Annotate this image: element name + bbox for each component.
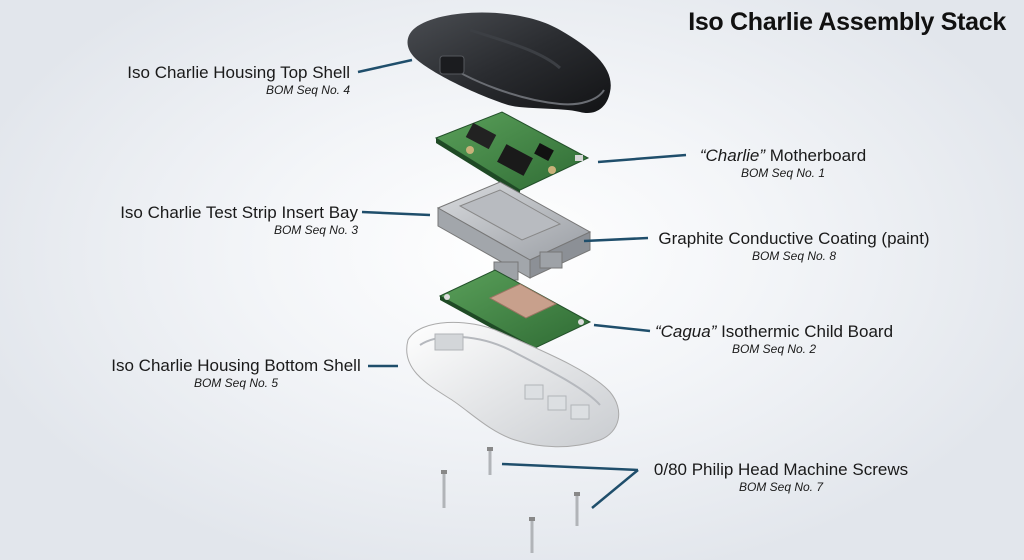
housing-bottom-shell [406, 321, 620, 448]
callout-child-board-name-italic: “Cagua” [654, 322, 717, 341]
callout-motherboard-name-italic: “Charlie” [699, 146, 766, 165]
leader-top-shell [357, 58, 413, 74]
screw [487, 447, 493, 475]
screw [529, 517, 535, 553]
callout-motherboard: “Charlie” Motherboard BOM Seq No. 1 [688, 147, 878, 179]
callout-child-board-seq: BOM Seq No. 2 [731, 341, 817, 356]
callout-top-shell: Iso Charlie Housing Top Shell BOM Seq No… [127, 64, 350, 96]
callout-child-board: “Cagua” Isothermic Child Board BOM Seq N… [654, 323, 894, 355]
test-strip-insert-bay [436, 181, 592, 281]
leader-child-board [593, 323, 651, 333]
callout-bottom-shell: Iso Charlie Housing Bottom Shell BOM Seq… [108, 357, 364, 389]
callout-bottom-shell-name: Iso Charlie Housing Bottom Shell [111, 356, 361, 375]
callout-insert-bay-seq: BOM Seq No. 3 [273, 222, 358, 237]
leader-insert-bay [361, 210, 431, 217]
callout-screws-name: 0/80 Philip Head Machine Screws [653, 460, 909, 479]
callout-graphite: Graphite Conductive Coating (paint) BOM … [652, 230, 936, 262]
screw [441, 470, 447, 508]
callout-bottom-shell-seq: BOM Seq No. 5 [193, 375, 279, 390]
charlie-motherboard [434, 111, 590, 195]
leader-lines [357, 58, 687, 509]
page-title: Iso Charlie Assembly Stack [688, 8, 1006, 36]
leader-graphite [583, 236, 649, 243]
callout-child-board-name-rest: Isothermic Child Board [716, 322, 894, 341]
callout-graphite-name: Graphite Conductive Coating (paint) [658, 229, 930, 248]
callout-motherboard-name: “Charlie” Motherboard [688, 147, 878, 165]
callout-graphite-seq: BOM Seq No. 8 [751, 248, 837, 263]
callout-top-shell-seq: BOM Seq No. 4 [265, 82, 350, 97]
screw [574, 492, 580, 526]
callout-child-board-name: “Cagua” Isothermic Child Board [654, 323, 894, 341]
callout-motherboard-name-rest: Motherboard [765, 146, 867, 165]
housing-top-shell [407, 12, 611, 114]
callout-top-shell-name: Iso Charlie Housing Top Shell [127, 63, 350, 82]
leader-screw-2 [591, 469, 639, 509]
callout-screws: 0/80 Philip Head Machine Screws BOM Seq … [648, 461, 914, 493]
callout-motherboard-seq: BOM Seq No. 1 [740, 165, 826, 180]
leader-motherboard [597, 153, 687, 164]
callout-insert-bay-name: Iso Charlie Test Strip Insert Bay [120, 203, 358, 222]
leader-screw-1 [501, 462, 639, 472]
callout-screws-seq: BOM Seq No. 7 [738, 479, 824, 494]
callout-insert-bay: Iso Charlie Test Strip Insert Bay BOM Se… [120, 204, 358, 236]
